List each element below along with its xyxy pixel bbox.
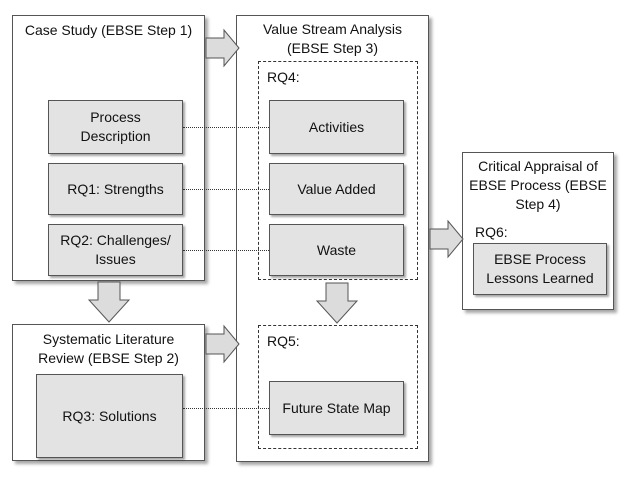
activities-box: Activities bbox=[269, 100, 404, 154]
rq5-label: RQ5: bbox=[267, 333, 300, 349]
connector-strengths-value-added bbox=[183, 189, 269, 190]
connector-challenges-waste bbox=[183, 250, 269, 251]
connector-process-activities bbox=[183, 127, 269, 128]
connector-solutions-future-state bbox=[183, 408, 269, 409]
value-added-box: Value Added bbox=[269, 163, 404, 215]
rq3-solutions-box: RQ3: Solutions bbox=[36, 374, 183, 458]
rq5-group: RQ5: bbox=[258, 325, 418, 449]
arrow-right-icon bbox=[205, 324, 240, 364]
vsa-title: Value Stream Analysis (EBSE Step 3) bbox=[262, 21, 403, 56]
slr-title: Systematic Literature Review (EBSE Step … bbox=[38, 331, 179, 366]
future-state-map-box: Future State Map bbox=[269, 381, 404, 435]
rq1-strengths-box: RQ1: Strengths bbox=[48, 163, 183, 215]
rq2-challenges-box: RQ2: Challenges/ Issues bbox=[48, 224, 183, 276]
process-description-box: Process Description bbox=[48, 100, 183, 154]
rq4-group: RQ4: bbox=[258, 61, 418, 280]
appraisal-title: Critical Appraisal of EBSE Process (EBSE… bbox=[469, 158, 607, 212]
case-study-title: Case Study (EBSE Step 1) bbox=[24, 22, 193, 38]
lessons-learned-box: EBSE Process Lessons Learned bbox=[473, 243, 607, 295]
arrow-down-icon bbox=[315, 282, 359, 324]
arrow-right-icon bbox=[429, 219, 464, 259]
rq6-label: RQ6: bbox=[475, 224, 508, 240]
waste-box: Waste bbox=[269, 224, 404, 276]
arrow-right-icon bbox=[205, 28, 240, 68]
arrow-down-icon bbox=[87, 281, 131, 323]
rq4-label: RQ4: bbox=[267, 69, 300, 85]
